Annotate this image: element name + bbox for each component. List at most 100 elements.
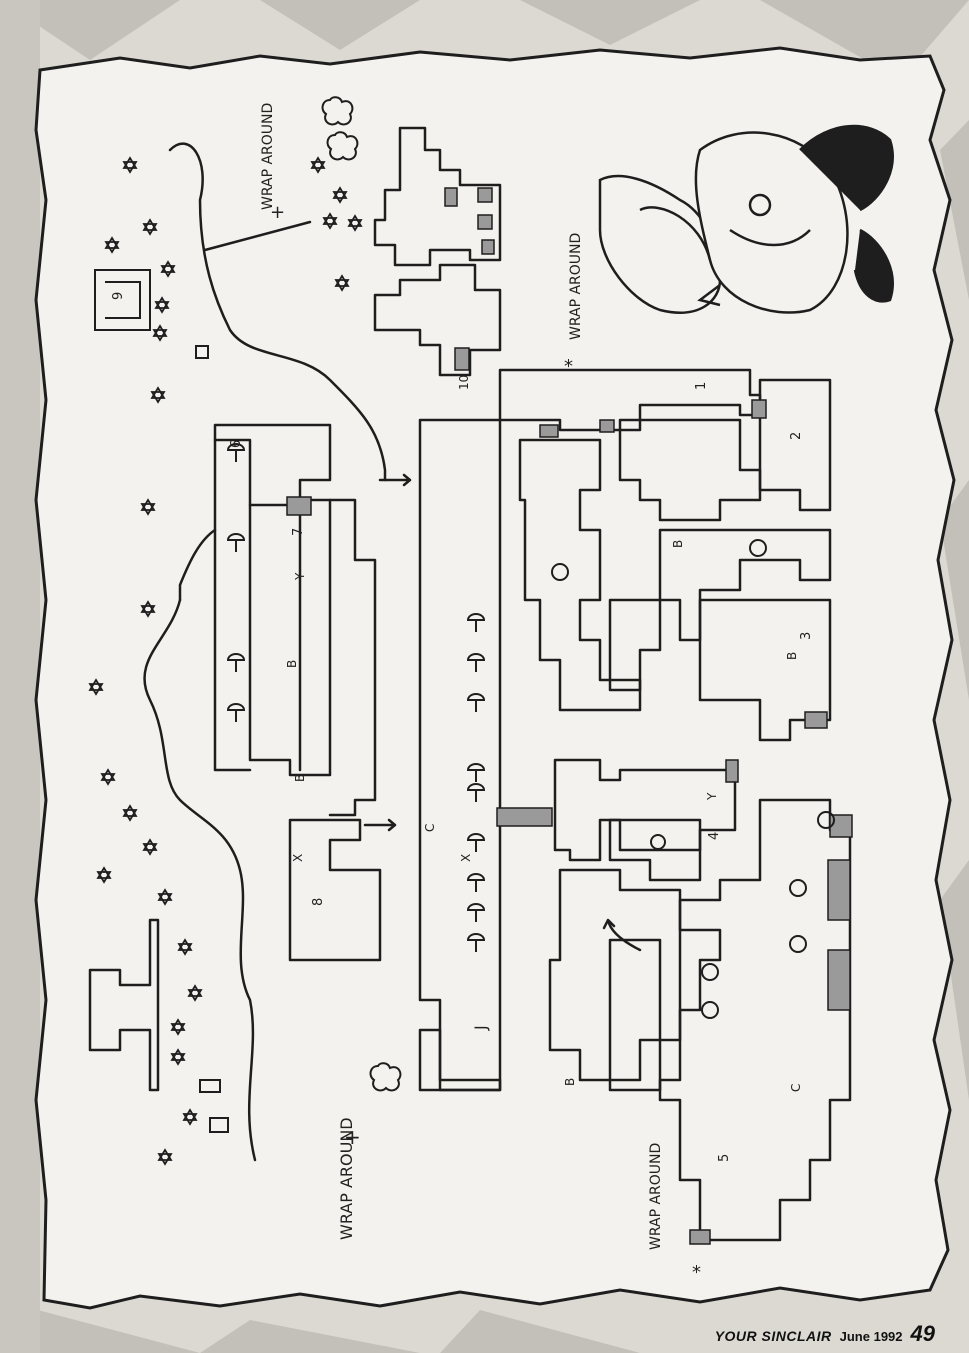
asterisk-marker: *	[564, 356, 573, 377]
star-icon	[96, 866, 112, 884]
curved-arrow	[602, 918, 642, 952]
plus-marker: +	[270, 202, 285, 223]
left-structure	[88, 918, 160, 1092]
star-icon	[177, 938, 193, 956]
hill-line-upper	[168, 142, 387, 482]
room-number-8: 8	[311, 898, 326, 906]
globe-icon	[817, 811, 835, 829]
mushroom-icon	[226, 653, 246, 672]
star-icon	[332, 186, 348, 204]
tower-lower-block	[373, 263, 502, 377]
maze-block-b	[618, 418, 762, 522]
cloud-icon	[326, 131, 359, 161]
star-icon	[182, 1108, 198, 1126]
star-icon	[170, 1048, 186, 1066]
lower-complex-b	[608, 818, 702, 882]
star-icon	[154, 296, 170, 314]
room-number-2: 2	[789, 432, 804, 440]
magazine-name: YOUR SINCLAIR	[714, 1328, 832, 1344]
star-icon	[142, 838, 158, 856]
star-icon	[150, 386, 166, 404]
clouds	[321, 96, 402, 1092]
marker-c-2: C	[789, 1084, 803, 1092]
cloud-icon	[321, 96, 354, 126]
star-icon	[122, 156, 138, 174]
mascot-character	[598, 124, 894, 314]
tower-block	[373, 126, 502, 267]
star-icon	[170, 1018, 186, 1036]
hatched-blocks	[286, 187, 853, 1245]
star-icon	[142, 218, 158, 236]
star-icon	[104, 236, 120, 254]
star-icon	[122, 804, 138, 822]
left-room	[288, 818, 382, 962]
marker-c-1: C	[423, 824, 437, 832]
marker-b-1: B	[285, 660, 299, 668]
star-icon	[157, 1148, 173, 1166]
mushroom-icon	[466, 653, 486, 672]
room-number-5: 5	[717, 1154, 732, 1162]
mushroom-icon	[466, 833, 486, 852]
marker-j: J	[471, 1025, 490, 1031]
land-edge	[178, 528, 217, 602]
wrap-label-bottom-center: WRAP AROUND	[648, 1143, 664, 1250]
upper-building-left	[213, 438, 252, 772]
maze-block-d	[658, 528, 832, 642]
globe-icons	[551, 539, 835, 1019]
globe-icon	[701, 1001, 719, 1019]
maze-block-c	[758, 378, 832, 512]
mushroom-icon	[466, 763, 486, 782]
lower-complex-e	[658, 798, 852, 1242]
target-icon	[650, 834, 666, 850]
marker-b-3: B	[671, 540, 685, 548]
room-number-10: 10	[457, 375, 471, 390]
star-icon	[322, 212, 338, 230]
upper-building-right	[328, 498, 377, 817]
marker-x-2: X	[459, 854, 473, 862]
mushroom-icon	[466, 783, 486, 802]
marker-b-4: B	[785, 652, 799, 660]
hill-line-lower	[143, 598, 257, 1162]
start-building	[94, 269, 229, 1133]
maze-block-a	[518, 438, 642, 712]
bottom-left-building	[418, 1028, 502, 1092]
marker-y-2: Y	[705, 792, 719, 801]
asterisk-marker: *	[692, 1262, 701, 1283]
room-number-9: 9	[111, 292, 126, 300]
plus-marker: +	[344, 1125, 361, 1149]
marker-b-5: B	[563, 1078, 577, 1086]
wrap-label-top-right: WRAP AROUND	[260, 103, 276, 210]
star-icon	[88, 678, 104, 696]
map-paper	[34, 46, 956, 1310]
room-number-3: 3	[799, 632, 814, 640]
mushroom-icon	[466, 903, 486, 922]
marker-x-1: X	[291, 854, 305, 862]
mushroom-icon	[226, 443, 246, 462]
room-number-7: 7	[291, 528, 306, 536]
globe-icon	[701, 963, 719, 981]
star-icon	[187, 984, 203, 1002]
upper-building	[213, 423, 332, 777]
star-icon	[140, 600, 156, 618]
globe-icon	[749, 539, 767, 557]
mushroom-icon	[466, 693, 486, 712]
wrap-label-center: WRAP AROUND	[568, 233, 584, 340]
stars	[88, 156, 363, 1166]
page-footer: YOUR SINCLAIR June 1992 49	[715, 1321, 935, 1347]
star-icon	[347, 214, 363, 232]
central-column	[418, 368, 762, 1092]
star-icon	[334, 274, 350, 292]
maze-block-e	[698, 598, 832, 742]
wrap-label-bottom-left: WRAP AROUND	[337, 1117, 356, 1240]
marker-b-2: B	[293, 774, 307, 782]
star-icon	[157, 888, 173, 906]
globe-icon	[551, 563, 569, 581]
mushroom-icon	[226, 533, 246, 552]
room-number-1: 1	[694, 382, 709, 390]
down-arrow-2	[363, 818, 397, 832]
cloud-icon	[369, 1062, 402, 1092]
page-number: 49	[910, 1321, 935, 1346]
star-icon	[100, 768, 116, 786]
